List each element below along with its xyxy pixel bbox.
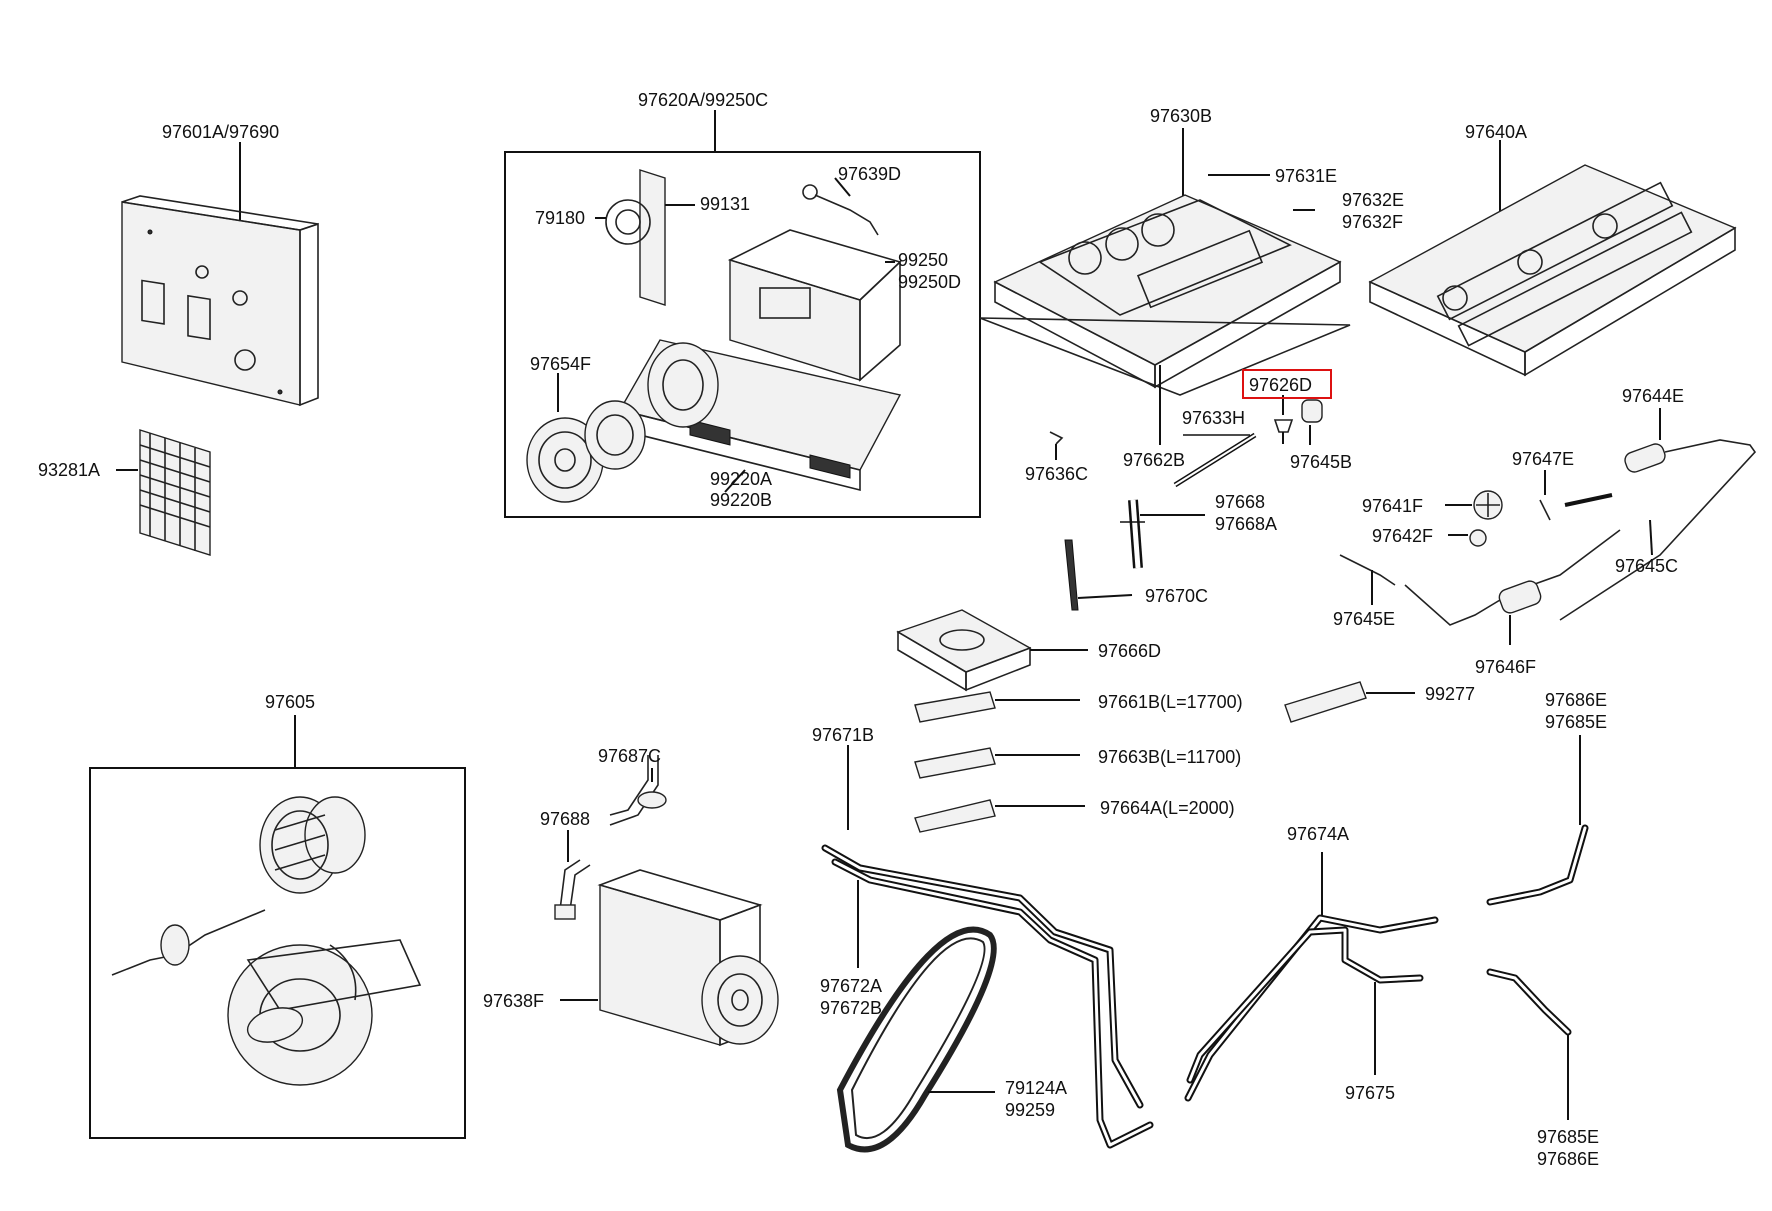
label-99220B[interactable]: 99220B (710, 490, 772, 510)
label-97663B[interactable]: 97663B(L=11700) (1098, 747, 1241, 767)
label-97685E-top[interactable]: 97685E (1545, 712, 1607, 732)
label-79124A[interactable]: 79124A (1005, 1078, 1067, 1098)
drier-97644E[interactable] (1559, 408, 1757, 621)
label-97642F[interactable]: 97642F (1372, 526, 1433, 546)
label-97668A[interactable]: 97668A (1215, 514, 1277, 534)
label-97666D[interactable]: 97666D (1098, 641, 1161, 661)
strip-97664A[interactable] (914, 799, 1085, 833)
hose-97668[interactable] (1120, 499, 1205, 569)
label-97675[interactable]: 97675 (1345, 1083, 1395, 1103)
label-97672A[interactable]: 97672A (820, 976, 882, 996)
label-97661B[interactable]: 97661B(L=17700) (1098, 692, 1243, 712)
compressor-assembly-group[interactable] (504, 110, 981, 518)
label-97688[interactable]: 97688 (540, 809, 590, 829)
label-97687C[interactable]: 97687C (598, 746, 661, 766)
heater-grid-part[interactable] (116, 429, 211, 556)
highlight-box-97626D (1242, 369, 1332, 399)
label-97654F[interactable]: 97654F (530, 354, 591, 374)
label-97633H[interactable]: 97633H (1182, 408, 1245, 428)
label-99250[interactable]: 99250 (898, 250, 948, 270)
blower-assembly-group[interactable] (89, 715, 466, 1139)
label-97662B[interactable]: 97662B (1123, 450, 1185, 470)
insulation-97670C[interactable] (1064, 539, 1133, 611)
hose-97686E-top[interactable] (1486, 735, 1589, 906)
condenser-unit-part[interactable] (979, 128, 1351, 445)
label-97668[interactable]: 97668 (1215, 492, 1265, 512)
hose-97674A[interactable] (1184, 852, 1439, 1102)
valve-97641F[interactable] (1445, 490, 1503, 520)
bolt-97647E[interactable] (1539, 470, 1613, 521)
label-97647E[interactable]: 97647E (1512, 449, 1574, 469)
label-97674A[interactable]: 97674A (1287, 824, 1349, 844)
label-97605[interactable]: 97605 (265, 692, 315, 712)
label-99277[interactable]: 99277 (1425, 684, 1475, 704)
label-99250D[interactable]: 99250D (898, 272, 961, 292)
label-97644E[interactable]: 97644E (1622, 386, 1684, 406)
label-97672B[interactable]: 97672B (820, 998, 882, 1018)
label-97686E-bottom[interactable]: 97686E (1537, 1149, 1599, 1169)
label-97638F[interactable]: 97638F (483, 991, 544, 1011)
label-79180[interactable]: 79180 (535, 208, 585, 228)
label-97671B[interactable]: 97671B (812, 725, 874, 745)
strip-97661B[interactable] (914, 691, 1080, 723)
label-99220A[interactable]: 99220A (710, 469, 772, 489)
label-97686E-top[interactable]: 97686E (1545, 690, 1607, 710)
label-97632E[interactable]: 97632E (1342, 190, 1404, 210)
compressor-97638F[interactable] (554, 755, 779, 1047)
label-93281A[interactable]: 93281A (38, 460, 100, 480)
label-97620A[interactable]: 97620A/99250C (638, 90, 768, 110)
evaporator-unit-part[interactable] (1368, 140, 1737, 377)
drain-fitting-part[interactable] (1273, 395, 1323, 445)
belt-79124A[interactable] (836, 926, 997, 1153)
clip-97636C[interactable] (1049, 431, 1064, 460)
control-panel-part[interactable] (121, 142, 319, 407)
label-97626D[interactable]: 97626D (1249, 375, 1312, 395)
strip-99277[interactable] (1284, 681, 1415, 723)
label-97640A[interactable]: 97640A (1465, 122, 1527, 142)
label-97641F[interactable]: 97641F (1362, 496, 1423, 516)
pad-97666D[interactable] (896, 609, 1088, 692)
label-97632F[interactable]: 97632F (1342, 212, 1403, 232)
label-97631E[interactable]: 97631E (1275, 166, 1337, 186)
hose-97671B[interactable] (821, 745, 1154, 1149)
part-labels: 97601A/97690 93281A 97620A/99250C 97639D… (38, 90, 1684, 1169)
label-97636C[interactable]: 97636C (1025, 464, 1088, 484)
receiver-97646F[interactable] (1404, 579, 1543, 645)
label-97664A[interactable]: 97664A(L=2000) (1100, 798, 1235, 818)
label-97646F[interactable]: 97646F (1475, 657, 1536, 677)
label-97639D[interactable]: 97639D (838, 164, 901, 184)
label-97630B[interactable]: 97630B (1150, 106, 1212, 126)
label-99131[interactable]: 99131 (700, 194, 750, 214)
sensor-97642F[interactable] (1448, 529, 1487, 547)
tube-97633H[interactable] (1173, 432, 1257, 488)
strip-97663B[interactable] (914, 747, 1080, 779)
valve-97645E[interactable] (1339, 554, 1396, 605)
label-99259[interactable]: 99259 (1005, 1100, 1055, 1120)
hose-97685E-bottom[interactable] (1486, 968, 1572, 1120)
label-97685E-bottom[interactable]: 97685E (1537, 1127, 1599, 1147)
label-97645E[interactable]: 97645E (1333, 609, 1395, 629)
label-97601A[interactable]: 97601A/97690 (162, 122, 279, 142)
label-97670C[interactable]: 97670C (1145, 586, 1208, 606)
label-97645B[interactable]: 97645B (1290, 452, 1352, 472)
label-97645C[interactable]: 97645C (1615, 556, 1678, 576)
